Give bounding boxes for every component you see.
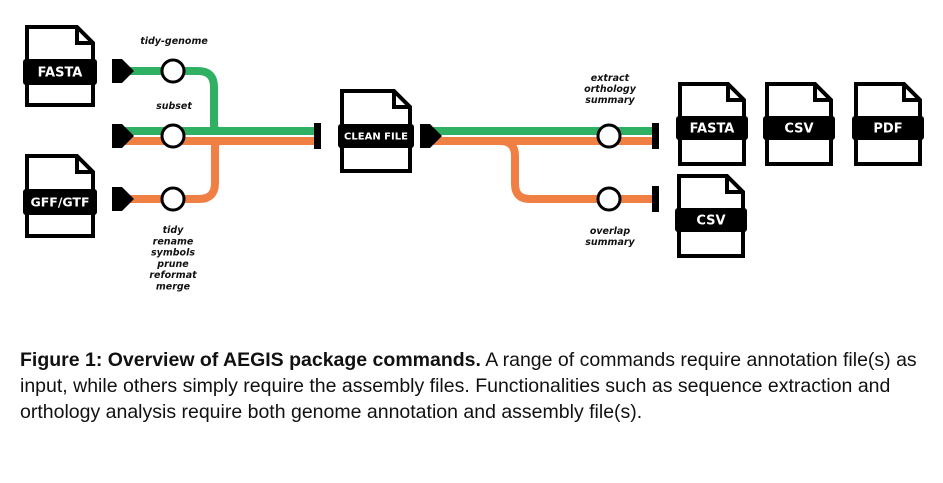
label-subset: subset <box>156 101 192 112</box>
doc-fold <box>813 84 831 102</box>
doc-fold <box>725 176 743 194</box>
label-tidy-genome: tidy-genome <box>140 36 208 47</box>
doc-csv-out-2: CSV <box>675 174 747 258</box>
doc-label: CSV <box>784 122 813 137</box>
station-tidy-genome <box>160 58 186 84</box>
cap-csv-out <box>652 186 659 212</box>
doc-label-band <box>852 116 924 140</box>
cap-fasta-out <box>652 123 659 149</box>
doc-label-band <box>763 116 835 140</box>
cap-clean-in <box>314 123 321 149</box>
doc-label: CLEAN FILE <box>344 132 408 143</box>
pipe-fasta-green <box>124 67 316 135</box>
arrow-gff <box>112 187 134 211</box>
arrow-subset <box>112 124 134 148</box>
arrow-fasta <box>112 59 134 83</box>
doc-gff-in: GFF/GTF <box>23 154 97 238</box>
caption-text: A range of commands require annotation f… <box>20 349 917 423</box>
doc-label: FASTA <box>38 66 83 81</box>
doc-fasta-in: FASTA <box>23 25 97 107</box>
pipe-gff-orange <box>124 137 316 203</box>
end-caps <box>314 123 659 212</box>
figure-caption: Figure 1: Overview of AEGIS package comm… <box>20 347 925 425</box>
input-arrows <box>112 59 442 211</box>
doc-fold <box>902 84 920 102</box>
station-overlap <box>596 186 622 212</box>
doc-clean: CLEAN FILE <box>338 89 414 173</box>
doc-fold <box>726 84 744 102</box>
doc-label: PDF <box>873 122 902 137</box>
doc-pdf-out: PDF <box>852 82 924 166</box>
doc-fold <box>75 27 93 45</box>
caption-title: Figure 1: Overview of AEGIS package comm… <box>20 349 481 371</box>
doc-fold <box>75 156 93 174</box>
doc-label: GFF/GTF <box>30 195 89 210</box>
documents: FASTA GFF/GTF CLEAN FILE FASTA CSV PDF CSV <box>23 25 924 258</box>
station-subset <box>160 123 186 149</box>
pipes <box>124 67 652 203</box>
doc-label-band <box>23 189 97 215</box>
pipe-overlap-orange <box>499 137 652 203</box>
doc-label-band <box>338 124 414 148</box>
doc-csv-out-1: CSV <box>763 82 835 166</box>
stations <box>160 58 622 212</box>
doc-label-band <box>676 116 748 140</box>
doc-fold <box>392 91 410 109</box>
doc-fasta-out: FASTA <box>676 82 748 166</box>
doc-label: CSV <box>696 214 725 229</box>
doc-label-band <box>675 208 747 232</box>
doc-label-band <box>23 59 97 85</box>
station-extract <box>596 123 622 149</box>
station-annotation <box>160 186 186 212</box>
doc-label: FASTA <box>690 122 735 137</box>
arrow-clean <box>420 124 442 148</box>
